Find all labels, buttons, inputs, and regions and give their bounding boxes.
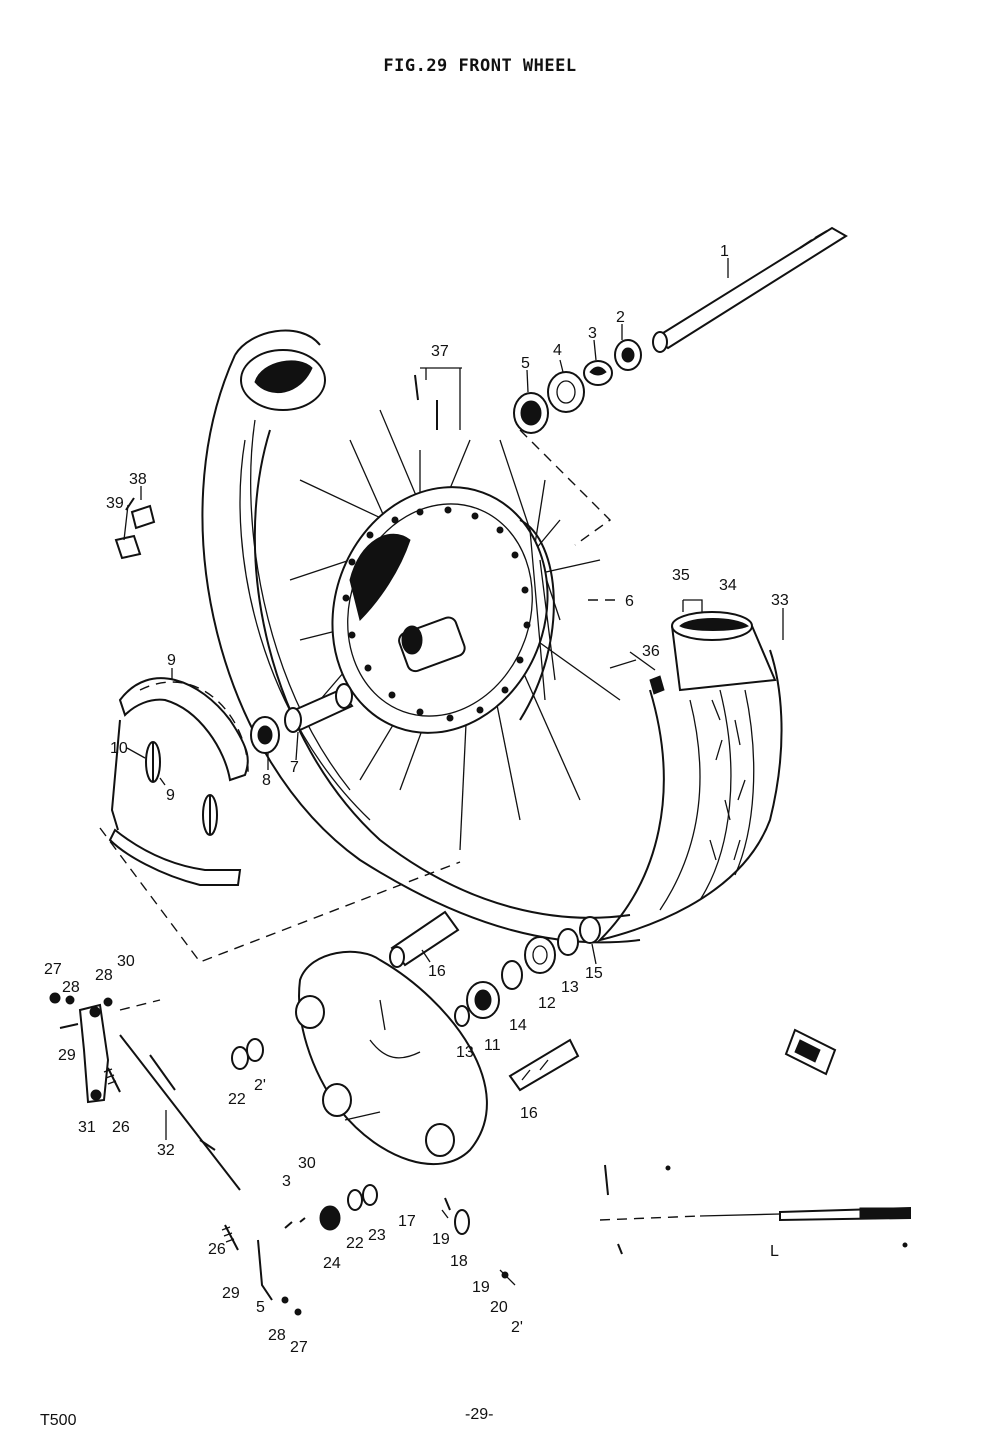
valve-nut-part-34	[671, 611, 777, 692]
callout-37: 37	[431, 343, 449, 360]
axle-part-1	[652, 226, 848, 353]
collar-part-3	[583, 360, 613, 386]
axle-collar-part-16-lower	[508, 1038, 580, 1092]
callout-24: 24	[323, 1255, 341, 1272]
spacer-part-7	[284, 683, 354, 733]
callout-31: 31	[78, 1119, 96, 1136]
adjust-nut-parts-27-30	[49, 992, 113, 1029]
callout-25: 5	[256, 1299, 265, 1316]
callout-28-lower: 28	[268, 1327, 286, 1344]
callout-28-upper-left: 28	[62, 979, 80, 996]
callout-29-upper: 29	[58, 1047, 76, 1064]
callout-5: 5	[521, 355, 530, 372]
callout-1: 1	[720, 243, 729, 260]
callout-23: 23	[368, 1227, 386, 1244]
brake-shoe-part-9	[108, 677, 249, 886]
callout-19-upper: 19	[432, 1231, 450, 1248]
brake-cam-lever-part-31	[78, 1003, 110, 1104]
callout-9-upper: 9	[167, 652, 176, 669]
page-number: -29-	[465, 1406, 494, 1423]
front-direction-arrow-icon	[784, 1028, 837, 1076]
callout-22-left: 22	[228, 1091, 246, 1108]
bearing-part-8	[250, 716, 280, 754]
callout-16-lower: 16	[520, 1105, 538, 1122]
callout-29-lower: 29	[222, 1285, 240, 1302]
callout-6: 6	[625, 593, 634, 610]
callout-11: 11	[484, 1037, 501, 1054]
callout-3: 3	[588, 325, 597, 342]
callout-32: 32	[157, 1142, 175, 1159]
callout-26-upper: 26	[112, 1119, 130, 1136]
front-hub	[331, 486, 556, 734]
spring-part-26-upper	[103, 1067, 121, 1093]
callout-27-upper: 27	[44, 961, 62, 978]
hub-bolt-holes	[342, 506, 531, 722]
callout-30-lower: 30	[298, 1155, 316, 1172]
callout-28-upper-right: 28	[95, 967, 113, 984]
callout-19-lower: 19	[472, 1279, 490, 1296]
rim-band-part-35	[682, 599, 703, 612]
callout-L: L	[770, 1243, 779, 1260]
washers-parts-22-24	[284, 1184, 378, 1231]
callout-2: 2	[616, 309, 625, 326]
lower-lever-parts-25-29	[221, 1224, 302, 1316]
leader-lines	[123, 258, 729, 1219]
callout-39: 39	[106, 495, 124, 512]
brake-panel	[295, 950, 488, 1165]
callout-27-lower: 27	[290, 1339, 308, 1356]
callout-7: 7	[290, 759, 299, 776]
callout-33: 33	[771, 592, 789, 609]
callout-10: 10	[110, 740, 128, 757]
brake-rod-part-32	[119, 999, 241, 1191]
spoke-nipple-part-37	[414, 367, 462, 430]
callout-9-lower: 9	[166, 787, 175, 804]
figure-title: FIG.29 FRONT WHEEL	[383, 56, 577, 76]
callout-36: 36	[642, 643, 660, 660]
tire-tube-part-33	[596, 649, 783, 942]
callout-3-lower: 3	[282, 1173, 291, 1190]
callout-13-upper: 13	[561, 979, 579, 996]
axle-collar-part-16-upper	[389, 910, 460, 968]
callout-20: 20	[490, 1299, 508, 1316]
callout-12: 12	[538, 995, 556, 1012]
bearing-part-5	[513, 392, 549, 434]
callout-30-upper: 30	[117, 953, 135, 970]
speedometer-gear-parts-18-21	[444, 1197, 516, 1286]
callout-35: 35	[672, 567, 690, 584]
callout-18: 18	[450, 1253, 468, 1270]
callout-38: 38	[129, 471, 147, 488]
valve-cap-part-38	[130, 504, 156, 530]
callout-17: 17	[398, 1213, 416, 1230]
washers-part-22-left	[231, 1038, 264, 1070]
callout-13-lower: 13	[456, 1044, 474, 1061]
callout-34: 34	[719, 577, 737, 594]
callout-21-left: 2'	[254, 1077, 266, 1094]
callout-22-lower: 22	[346, 1235, 364, 1252]
callout-8: 8	[262, 772, 271, 789]
callout-16-upper: 16	[428, 963, 446, 980]
rim-lock-part-36	[649, 675, 665, 695]
brake-shoe-spring-part-10	[145, 741, 218, 836]
valve-part-39	[114, 497, 142, 560]
model-code: T500	[40, 1412, 77, 1429]
axle-inset-detail	[599, 1164, 911, 1255]
callout-14: 14	[509, 1017, 527, 1034]
callout-26-lower: 26	[208, 1241, 226, 1258]
dust-seal-part-4	[547, 371, 585, 413]
spacer-part-2	[614, 339, 642, 371]
callout-21-lower: 2'	[511, 1319, 523, 1336]
callout-15: 15	[585, 965, 603, 982]
washers-parts-11-15	[454, 916, 601, 1027]
callout-4: 4	[553, 342, 562, 359]
